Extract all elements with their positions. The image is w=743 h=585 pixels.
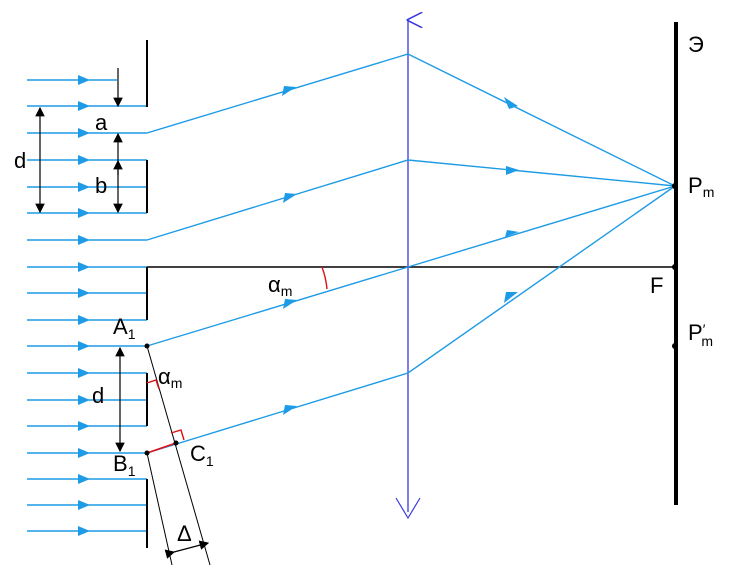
point-c1-label: C1 — [190, 441, 214, 469]
path-difference-construction — [144, 343, 211, 566]
screen-label: Э — [688, 32, 704, 57]
point-pm-prime-dot — [672, 343, 678, 349]
point-b1-label: B1 — [113, 451, 136, 479]
pm-prime-label: P′m — [688, 320, 713, 349]
pm-label: Pm — [688, 173, 714, 200]
diffracted-ray-arrows — [282, 86, 519, 415]
angle-arc — [321, 266, 328, 290]
point-pm-dot — [672, 183, 678, 189]
angle-top-label: αm — [268, 272, 292, 299]
slit-width-label: a — [95, 110, 108, 135]
delta-label: Δ — [177, 521, 192, 546]
point-a1-dot — [144, 343, 150, 349]
lens-bottom-arrow — [395, 497, 421, 520]
point-a1-label: A1 — [113, 314, 136, 342]
period-top-label: d — [14, 148, 26, 173]
point-c1-dot — [173, 440, 179, 446]
point-b1-dot — [144, 450, 150, 456]
focus-label: F — [650, 273, 663, 298]
period-bottom-label: d — [92, 383, 104, 408]
gap-width-label: b — [95, 173, 107, 198]
angle-bottom-label: αm — [158, 364, 182, 391]
diffracted-rays — [146, 53, 676, 454]
incident-rays — [27, 75, 147, 536]
point-f-dot — [672, 264, 678, 270]
